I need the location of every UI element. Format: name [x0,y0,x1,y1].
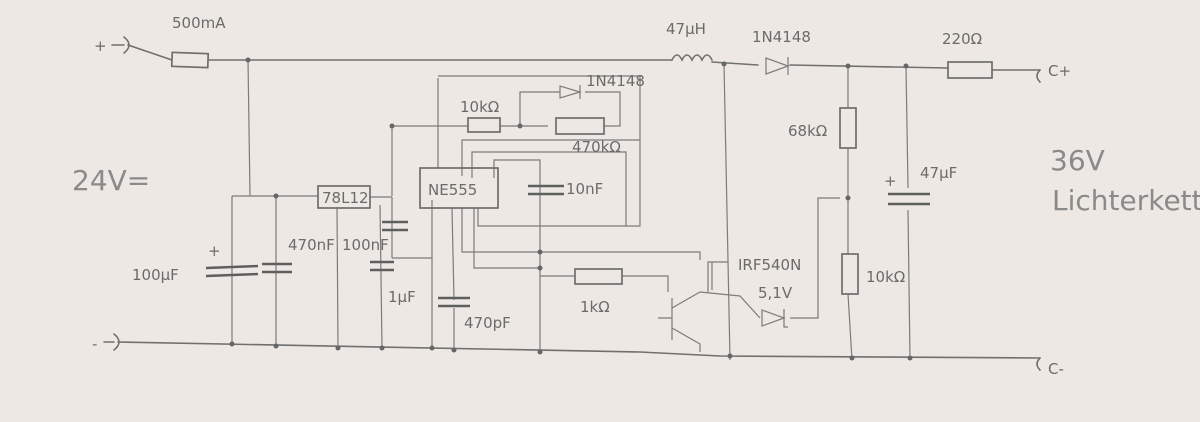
resistor-68k: 68kΩ [788,107,857,149]
mosfet-label: IRF540N [738,256,801,274]
supply-voltage-note: 24V= [72,164,150,197]
regulator-label: 78L12 [322,189,369,207]
resistor-470k: 470kΩ [555,117,621,156]
output-description: Lichterkette... [1052,184,1200,217]
terminal-plus-label: + [94,37,107,55]
zener-diode: 5,1V [758,284,793,328]
capacitor-470pf-label: 470pF [464,314,511,332]
capacitor-470nf-label: 470nF [288,236,335,254]
output-capacitor: + 47µF [884,164,957,206]
main-diode-label: 1N4148 [752,28,811,46]
boost-wiring [699,63,911,361]
output-minus-terminal: C- [1036,357,1064,378]
output-voltage-note: 36V [1050,144,1105,177]
transistor [658,291,701,352]
fuse-label: 500mA [172,14,226,32]
capacitor-470pf: 470pF [438,296,511,332]
capacitor-100nf: 100nF [342,236,394,272]
regulator-78l12: 78L12 [317,185,371,209]
resistor-10k-label: 10kΩ [460,98,499,116]
fuse: 500mA [170,14,226,69]
positive-rail [127,44,1041,71]
negative-rail [117,341,1041,359]
main-diode: 1N4148 [752,28,811,75]
capacitor-10nf: 10nF [528,180,603,198]
resistor-220: 220Ω [942,30,993,79]
output-capacitor-label: 47µF [920,164,957,182]
polarity-plus-out: + [884,172,897,190]
capacitor-100nf-label: 100nF [342,236,389,254]
resistor-1k-label: 1kΩ [580,298,610,316]
input-capacitor-label: 100µF [132,266,179,284]
resistor-1k: 1kΩ [574,268,623,316]
output-plus-label: C+ [1048,62,1071,80]
timer-diode-label: 1N4148 [586,72,645,90]
inductor: 47µH [666,20,713,62]
terminal-minus-label: - [92,335,97,353]
resistor-220-label: 220Ω [942,30,982,48]
timer-diode: 1N4148 [559,72,645,99]
resistor-470k-label: 470kΩ [572,138,621,156]
timer-ne555: NE555 [419,167,499,209]
input-plus-terminal: + [94,36,130,55]
inductor-label: 47µH [666,20,706,38]
resistor-10k-divider-label: 10kΩ [866,268,905,286]
zener-label: 5,1V [758,284,793,302]
junction-dots [229,57,913,361]
capacitor-470nf: 470nF [262,236,335,274]
input-capacitor: + 100µF [132,242,259,284]
output-plus-terminal: C+ [1036,62,1071,83]
resistor-10k-divider: 10kΩ [841,253,905,295]
capacitor-1uf: 1µF [382,220,416,306]
timer-label: NE555 [428,181,477,199]
resistor-10k: 10kΩ [460,98,501,133]
capacitor-1uf-label: 1µF [388,288,416,306]
capacitor-10nf-label: 10nF [566,180,603,198]
resistor-68k-label: 68kΩ [788,122,827,140]
polarity-plus: + [208,242,221,260]
output-minus-label: C- [1048,360,1064,378]
input-minus-terminal: - [92,333,120,353]
